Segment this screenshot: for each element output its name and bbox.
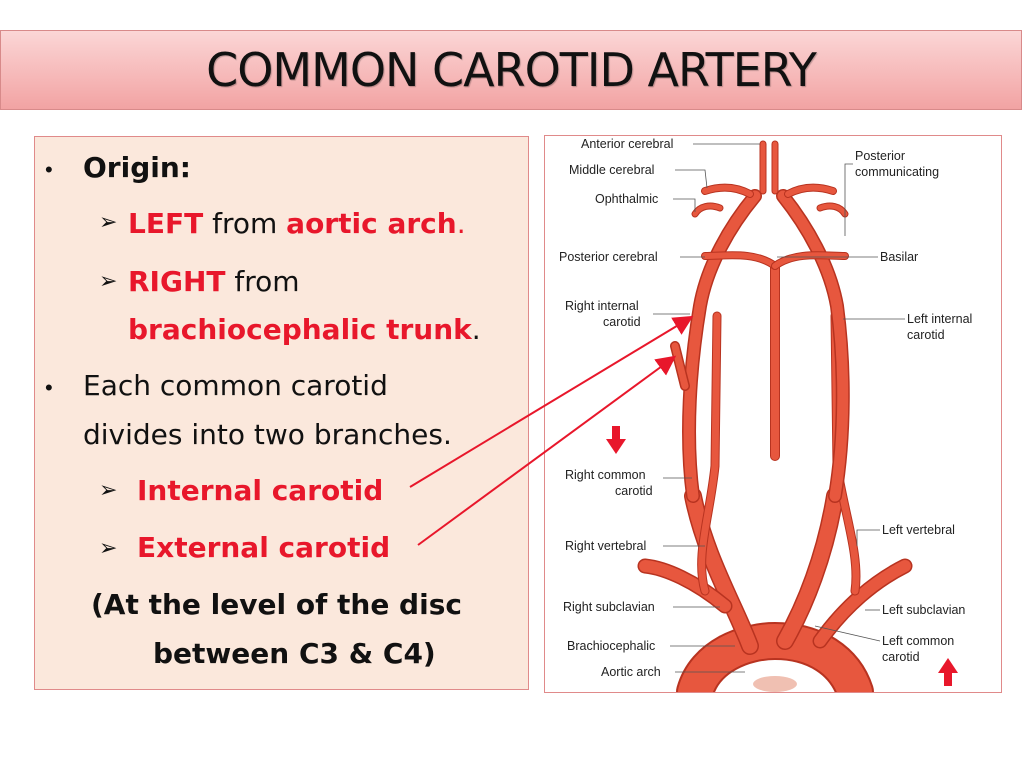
text-panel: • Origin: ➢ LEFT from aortic arch. ➢ RIG… bbox=[34, 136, 529, 690]
artery-vessels bbox=[637, 140, 913, 692]
label-middle-cerebral: Middle cerebral bbox=[569, 163, 654, 177]
carotid-diagram: Anterior cerebral Middle cerebral Ophtha… bbox=[544, 135, 1002, 693]
up-arrow-icon bbox=[938, 658, 958, 686]
label-right-vertebral: Right vertebral bbox=[565, 539, 646, 553]
internal-carotid-text: Internal carotid bbox=[137, 474, 384, 507]
period: . bbox=[471, 313, 481, 346]
label-brachiocephalic: Brachiocephalic bbox=[567, 639, 655, 653]
label-right-subclavian: Right subclavian bbox=[563, 600, 655, 614]
divides-line-2: divides into two branches. bbox=[83, 418, 452, 451]
bullet-icon: • bbox=[45, 375, 53, 400]
label-left-internal-carotid-2: carotid bbox=[907, 328, 945, 342]
label-posterior-communicating-1: Posterior bbox=[855, 149, 905, 163]
page-title: COMMON CAROTID ARTERY bbox=[206, 43, 817, 97]
label-right-common-carotid-2: carotid bbox=[615, 484, 653, 498]
left-origin-line: LEFT from aortic arch. bbox=[128, 207, 466, 240]
arrow-bullet-icon: ➢ bbox=[99, 477, 118, 502]
label-right-common-carotid-1: Right common bbox=[565, 468, 646, 482]
title-bar: COMMON CAROTID ARTERY bbox=[0, 30, 1022, 110]
right-word: RIGHT bbox=[128, 265, 226, 298]
from-text: from bbox=[203, 207, 287, 240]
brachiocephalic-trunk-text: brachiocephalic trunk bbox=[128, 313, 472, 346]
arrow-bullet-icon: ➢ bbox=[99, 535, 118, 560]
label-ophthalmic: Ophthalmic bbox=[595, 192, 658, 206]
external-carotid-text: External carotid bbox=[137, 531, 391, 564]
label-posterior-communicating-2: communicating bbox=[855, 165, 939, 179]
left-word: LEFT bbox=[128, 207, 204, 240]
label-right-internal-carotid-2: carotid bbox=[603, 315, 641, 329]
label-left-vertebral: Left vertebral bbox=[882, 523, 955, 537]
aortic-arch-text: aortic arch bbox=[286, 207, 457, 240]
label-left-subclavian: Left subclavian bbox=[882, 603, 965, 617]
arrow-bullet-icon: ➢ bbox=[99, 209, 118, 234]
label-left-common-carotid-1: Left common bbox=[882, 634, 954, 648]
label-aortic-arch: Aortic arch bbox=[601, 665, 661, 679]
label-left-common-carotid-2: carotid bbox=[882, 650, 920, 664]
label-right-internal-carotid-1: Right internal bbox=[565, 299, 639, 313]
label-anterior-cerebral: Anterior cerebral bbox=[581, 137, 673, 151]
right-origin-line: RIGHT from bbox=[128, 265, 300, 298]
label-left-internal-carotid-1: Left internal bbox=[907, 312, 972, 326]
bullet-icon: • bbox=[45, 157, 53, 182]
level-line-1: (At the level of the disc bbox=[91, 588, 462, 621]
brachio-line: brachiocephalic trunk. bbox=[128, 313, 481, 346]
artery-illustration: Anterior cerebral Middle cerebral Ophtha… bbox=[559, 137, 972, 692]
period: . bbox=[456, 207, 466, 240]
label-basilar: Basilar bbox=[880, 250, 918, 264]
origin-heading: Origin: bbox=[83, 151, 191, 184]
from-text: from bbox=[225, 265, 300, 298]
label-posterior-cerebral: Posterior cerebral bbox=[559, 250, 658, 264]
divides-line-1: Each common carotid bbox=[83, 369, 388, 402]
level-line-2: between C3 & C4) bbox=[153, 637, 436, 670]
down-arrow-icon bbox=[606, 426, 626, 454]
arrow-bullet-icon: ➢ bbox=[99, 268, 118, 293]
